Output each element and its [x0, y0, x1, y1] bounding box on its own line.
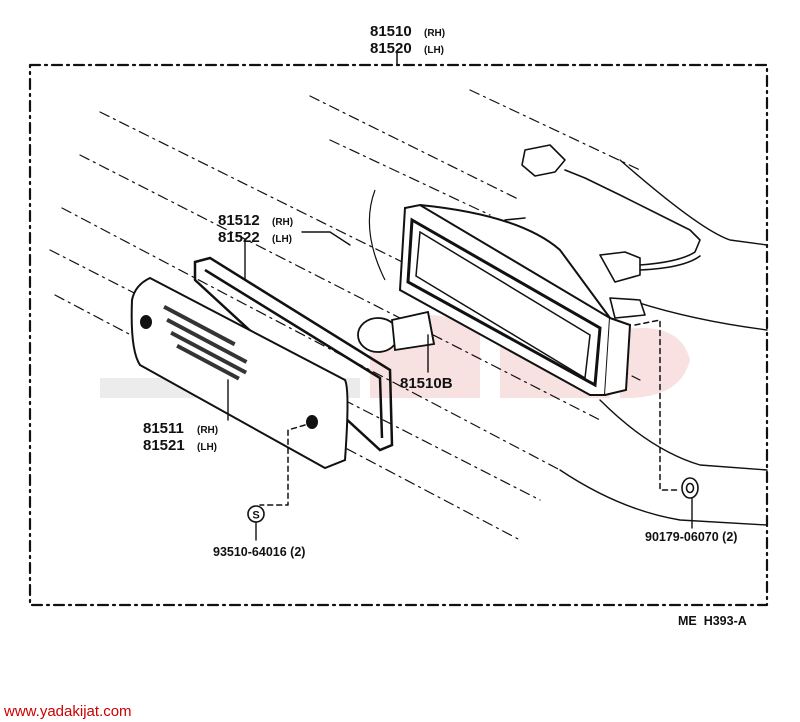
gasket-part-lh: 81522 [218, 229, 260, 246]
label-gasket: 81512 (RH) 81522 (LH) [218, 212, 293, 246]
label-bulb: 81510B [400, 375, 453, 392]
assembly-rh-tag: (RH) [424, 28, 445, 39]
label-lens: 81511 (RH) 81521 (LH) [143, 420, 218, 454]
assembly-part-rh: 81510 [370, 23, 412, 40]
gasket [193, 256, 394, 452]
label-leaders [227, 231, 693, 541]
gasket-rh-tag: (RH) [272, 217, 293, 228]
nut-part-label: 90179-06070 (2) [645, 530, 737, 544]
gasket-part-rh: 81512 [218, 212, 260, 229]
lamp-housing [368, 189, 632, 396]
gasket-lh-tag: (LH) [272, 234, 292, 245]
screw-symbol-letter: S [252, 510, 259, 522]
assembly-boundary-frame [28, 63, 769, 607]
lens-lh-tag: (LH) [197, 442, 217, 453]
watermark-url: www.yadakijat.com [3, 703, 132, 720]
figure-code: ME H393-A [678, 614, 747, 628]
bulb-part: 81510B [400, 375, 453, 392]
lens-part-rh: 81511 [143, 420, 184, 437]
screw-part-label: 93510-64016 (2) [213, 545, 305, 559]
lens [130, 276, 349, 470]
label-assembly: 81510 (RH) 81520 (LH) [370, 23, 445, 57]
screw-symbol: S [247, 505, 265, 523]
bulb [357, 310, 436, 353]
socket-wiring [504, 144, 701, 319]
lens-rh-tag: (RH) [197, 425, 218, 436]
vehicle-body-outline [559, 159, 768, 526]
nut-symbol [681, 477, 699, 499]
hardware-hidden-lines [259, 319, 681, 506]
assembly-lh-tag: (LH) [424, 45, 444, 56]
lens-part-lh: 81521 [143, 437, 185, 454]
assembly-part-lh: 81520 [370, 40, 412, 57]
